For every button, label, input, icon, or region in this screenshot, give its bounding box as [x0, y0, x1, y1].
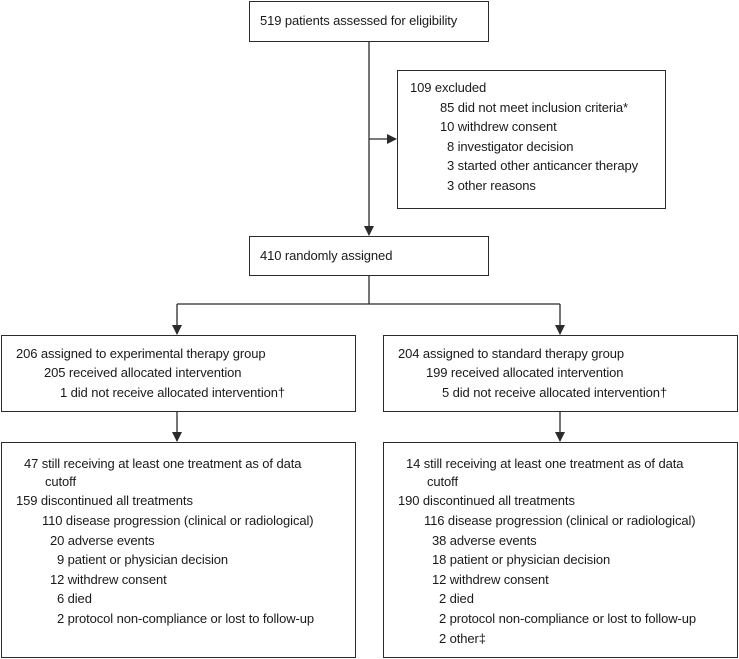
experimental-still-receiving: 47 still receiving at least one treatmen…	[24, 456, 302, 471]
experimental-discontinue-reason: 6 died	[57, 591, 92, 606]
assessed-text: 519 patients assessed for eligibility	[260, 13, 458, 28]
randomised-box: 410 randomly assigned	[249, 236, 489, 276]
standard-status-box: 14 still receiving at least one treatmen…	[383, 442, 738, 658]
experimental-not-received: 1 did not receive allocated intervention…	[60, 385, 285, 400]
experimental-discontinue-reason: 12 withdrew consent	[50, 572, 167, 587]
standard-discontinue-reason: 38 adverse events	[432, 533, 537, 548]
experimental-group-title: 206 assigned to experimental therapy gro…	[16, 346, 266, 361]
assessed-box: 519 patients assessed for eligibility	[249, 1, 489, 42]
experimental-discontinue-reason: 20 adverse events	[50, 533, 155, 548]
experimental-received: 205 received allocated intervention	[44, 365, 242, 380]
experimental-discontinue-reason: 9 patient or physician decision	[57, 552, 229, 567]
standard-discontinue-reason: 2 protocol non-compliance or lost to fol…	[439, 611, 696, 626]
standard-discontinue-reason: 2 other‡	[439, 631, 486, 646]
excluded-reason: 3 other reasons	[447, 178, 536, 193]
standard-group-title: 204 assigned to standard therapy group	[398, 346, 625, 361]
excluded-box: 109 excluded 85 did not meet inclusion c…	[397, 70, 666, 209]
excluded-title: 109 excluded	[410, 80, 487, 95]
experimental-discontinued: 159 discontinued all treatments	[16, 493, 193, 508]
experimental-group-box: 206 assigned to experimental therapy gro…	[1, 335, 356, 412]
experimental-discontinue-reason: 2 protocol non-compliance or lost to fol…	[57, 611, 314, 626]
standard-received: 199 received allocated intervention	[426, 365, 624, 380]
experimental-status-box: 47 still receiving at least one treatmen…	[1, 442, 356, 658]
standard-still-receiving: 14 still receiving at least one treatmen…	[406, 456, 684, 471]
standard-discontinued: 190 discontinued all treatments	[398, 493, 575, 508]
randomised-text: 410 randomly assigned	[260, 248, 393, 263]
experimental-discontinue-reason: 110 disease progression (clinical or rad…	[42, 513, 314, 528]
standard-group-box: 204 assigned to standard therapy group 1…	[383, 335, 738, 412]
standard-still-receiving-cont: cutoff	[427, 474, 458, 489]
standard-discontinue-reason: 12 withdrew consent	[432, 572, 549, 587]
excluded-reason: 10 withdrew consent	[440, 119, 557, 134]
excluded-reason: 85 did not meet inclusion criteria*	[440, 100, 628, 115]
experimental-still-receiving-cont: cutoff	[45, 474, 76, 489]
standard-not-received: 5 did not receive allocated intervention…	[442, 385, 667, 400]
excluded-reason: 8 investigator decision	[447, 139, 574, 154]
excluded-reason: 3 started other anticancer therapy	[447, 158, 638, 173]
standard-discontinue-reason: 116 disease progression (clinical or rad…	[424, 513, 696, 528]
standard-discontinue-reason: 18 patient or physician decision	[432, 552, 611, 567]
standard-discontinue-reason: 2 died	[439, 591, 474, 606]
